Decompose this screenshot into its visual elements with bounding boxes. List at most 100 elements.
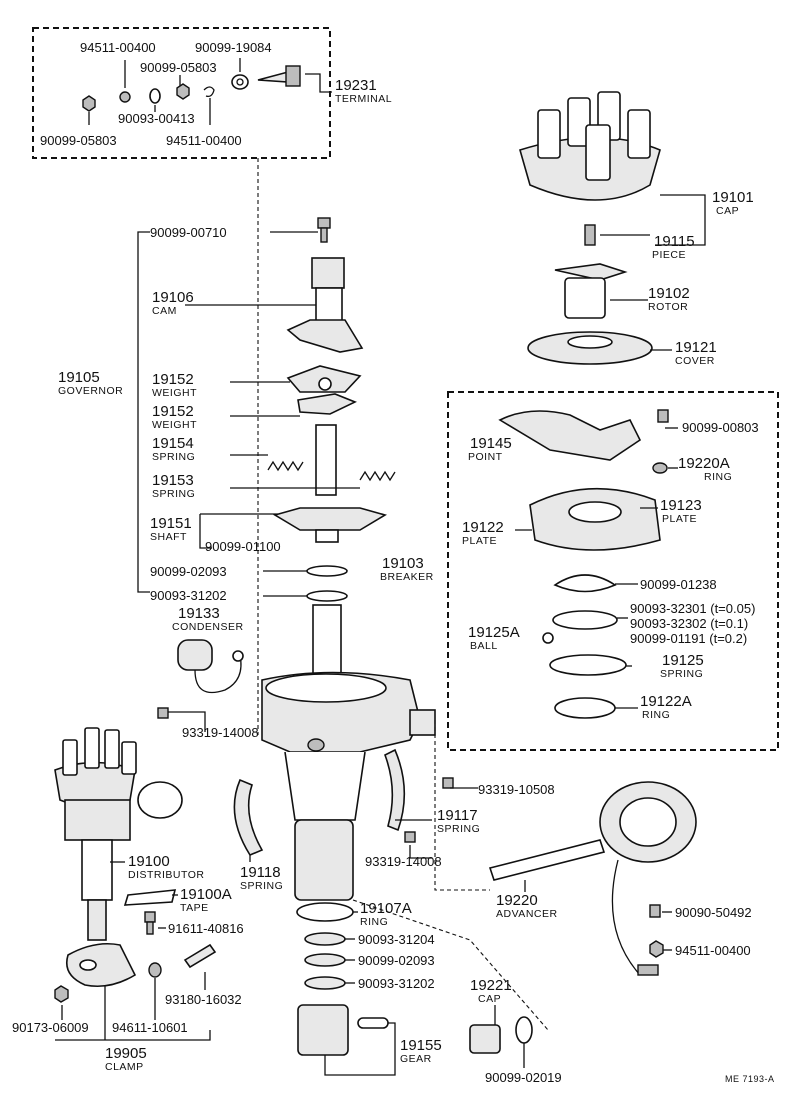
drive-shaft [312,604,342,681]
washer-hole [236,78,244,86]
cap-tower [104,729,120,769]
part-number: 90099-01238 [640,577,717,592]
part-number: 19101 [712,189,754,206]
washer-icon [306,565,348,577]
washer-icon [148,962,162,978]
leader-line [199,514,212,549]
part-number: 19106 [152,289,194,306]
gear-icon [297,1004,349,1056]
part-number: 90093-32301 (t=0.05) [630,601,755,616]
governor-bracket [137,231,150,593]
screw-icon [442,777,454,789]
part-number: 93319-10508 [478,782,555,797]
advancer-hose [611,859,641,976]
cover-hole [567,335,613,349]
part-number: 91611-40816 [168,921,244,936]
breaker-group: 19145 POINT 90099-00803 19220A RING 1912… [380,391,779,751]
part-number: 90099-01191 (t=0.2) [630,631,747,646]
part-number: 19153 [152,472,194,489]
part-name: COVER [675,355,715,367]
part-number: 94511-00400 [80,40,156,55]
part-number: 19221 [470,977,512,994]
condenser-terminal [232,650,244,662]
point-icon [498,410,642,461]
part-number: 90173-06009 [12,1020,89,1035]
part-number: 19123 [660,497,702,514]
part-number: 19154 [152,435,194,452]
housing-rim [265,673,387,703]
part-number: 90099-00803 [682,420,759,435]
part-number: 94611-10601 [112,1020,188,1035]
housing-boss [307,738,325,752]
part-number: 90099-05803 [140,60,217,75]
part-number: 19103 [382,555,424,572]
lock-washer-icon [149,88,161,104]
part-name: GEAR [400,1053,432,1065]
part-number: 90099-02093 [150,564,227,579]
advancer-diaphragm [619,797,677,847]
part-name: SPRING [240,880,283,892]
assembly-gear [87,899,107,941]
part-name: RING [360,916,388,928]
part-number: 19122 [462,519,504,536]
part-name: SPRING [152,451,195,463]
terminal-group: 94511-00400 90099-19084 90099-05803 9009… [32,27,392,159]
part-number: 90099-05803 [40,133,117,148]
condenser-wire [194,654,242,694]
part-name: SPRING [660,668,703,680]
rotor-icon [554,263,628,281]
cap-tower [567,97,591,147]
part-number: 90099-02093 [358,953,435,968]
part-number: 93319-14008 [182,725,259,740]
distributor-group: 19100 DISTRIBUTOR 19100A TAPE 91611-4081… [12,727,244,1073]
part-number: 19151 [150,515,192,532]
vacuum-unit [137,781,183,819]
condenser-group: 19133 CONDENSER 93319-14008 [157,605,259,740]
cap-tower [121,741,137,775]
part-number: 19133 [178,605,220,622]
part-number: 19102 [648,285,690,302]
nut-icon [82,95,96,112]
cam-icon [311,257,345,289]
cap-tower [84,727,100,769]
part-number: 90093-32302 (t=0.1) [630,616,748,631]
part-name: WEIGHT [152,419,197,431]
leader-line [305,73,332,93]
part-number: 19125 [662,652,704,669]
assembly-shank [81,839,113,901]
washer-icon [552,610,618,630]
lower-group: 19107A RING 90093-31204 90099-02093 9009… [296,900,562,1085]
clamp-hole [79,959,97,971]
advancer-group: 19220 ADVANCER 90090-50492 94511-00400 [488,781,752,976]
washer-icon [306,590,348,602]
nut-icon [54,985,69,1003]
part-name: CAM [152,305,177,317]
part-number: 90093-31202 [150,588,227,603]
pin-icon [357,1017,389,1029]
part-name: RING [704,471,732,483]
rotor-body [564,277,606,319]
spring-icon [359,470,396,482]
cap-tower [62,739,78,776]
spring-icon [267,460,304,472]
piece-icon [584,224,596,246]
cam-plate [286,319,364,353]
weight-icon [297,393,357,415]
part-number: 19122A [640,693,692,710]
washer-icon [304,953,346,967]
part-number: 19231 [335,77,377,94]
part-name: BREAKER [380,571,434,583]
part-name: CLAMP [105,1061,144,1073]
breaker-group-frame [447,391,779,751]
part-number: 90099-00710 [150,225,227,240]
part-name: CONDENSER [172,621,244,633]
part-number: 19100A [180,886,232,903]
advancer-rod [488,839,606,881]
part-number: 94511-00400 [675,943,751,958]
part-name: CAP [478,993,501,1005]
part-number: 90093-00413 [118,111,195,126]
snap-ring-icon [554,697,616,719]
part-number: 19125A [468,624,520,641]
part-name: SPRING [152,488,195,500]
